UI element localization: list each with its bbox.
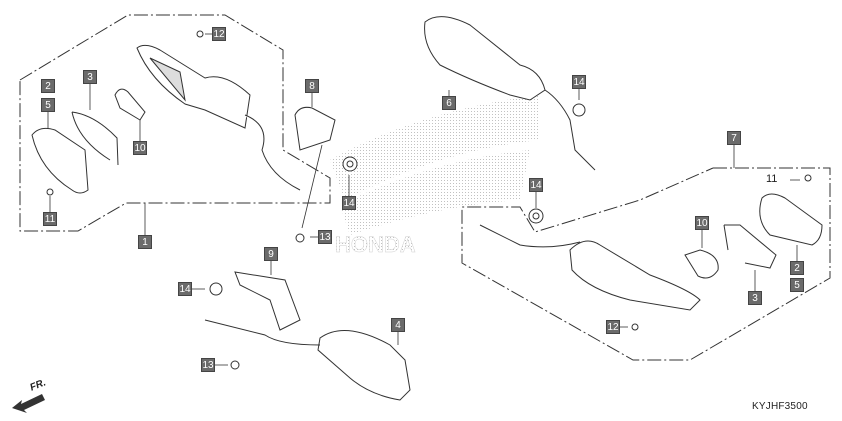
callout-7: 7 <box>727 131 741 145</box>
screw-12-right <box>631 323 639 331</box>
gasket-right <box>723 224 777 269</box>
callout-14: 14 <box>572 75 586 89</box>
callout-12: 12 <box>606 320 620 334</box>
callout-2: 2 <box>790 261 804 275</box>
nut-14-c <box>572 103 586 117</box>
lens-right <box>759 193 823 246</box>
callout-8: 8 <box>305 79 319 93</box>
screw-11-right <box>804 174 812 182</box>
callout-3: 3 <box>83 70 97 84</box>
callout-5: 5 <box>41 98 55 112</box>
callout-3: 3 <box>748 291 762 305</box>
wire-rear-right <box>479 224 581 248</box>
lens-left <box>31 127 89 194</box>
screw-13-b <box>230 360 240 370</box>
group-outline-7 <box>461 167 831 361</box>
callout-6: 6 <box>442 96 456 110</box>
turn-signal-front-right <box>317 329 411 401</box>
callout-11: 11 <box>43 212 57 226</box>
callout-10: 10 <box>133 141 147 155</box>
honda-wing-watermark: HONDA <box>330 95 540 257</box>
wire-rear-left <box>544 89 596 171</box>
stay-8 <box>294 106 336 151</box>
callout-9: 9 <box>264 247 278 261</box>
screw-13-a <box>295 233 305 243</box>
callout-4: 4 <box>391 318 405 332</box>
callout-14: 14 <box>529 178 543 192</box>
screw-12-left <box>196 30 204 38</box>
nut-14-b <box>209 282 223 296</box>
turn-signal-rear-left <box>424 16 546 101</box>
callout-5: 5 <box>790 278 804 292</box>
stay-9 <box>234 271 301 331</box>
callout-1: 1 <box>138 235 152 249</box>
turn-signal-front-left <box>136 44 251 129</box>
wire-left <box>244 114 301 191</box>
turn-signal-rear-right <box>569 240 701 311</box>
svg-text:HONDA: HONDA <box>335 232 416 257</box>
callout-10: 10 <box>695 216 709 230</box>
callout-12: 12 <box>212 27 226 41</box>
gasket-left <box>71 111 119 166</box>
callout-14: 14 <box>178 282 192 296</box>
callout-13: 13 <box>201 358 215 372</box>
bulb-left <box>114 88 146 121</box>
screw-11-left <box>46 188 54 196</box>
bulb-right <box>684 249 719 279</box>
group-outline-1 <box>19 14 331 232</box>
front-arrow-icon <box>12 394 45 413</box>
drawing-code: KYJHF3500 <box>752 401 808 412</box>
callout-11: 11 <box>766 173 778 185</box>
wire-front-right <box>204 319 321 346</box>
callout-2: 2 <box>41 79 55 93</box>
callout-13: 13 <box>318 230 332 244</box>
callout-14: 14 <box>342 196 356 210</box>
